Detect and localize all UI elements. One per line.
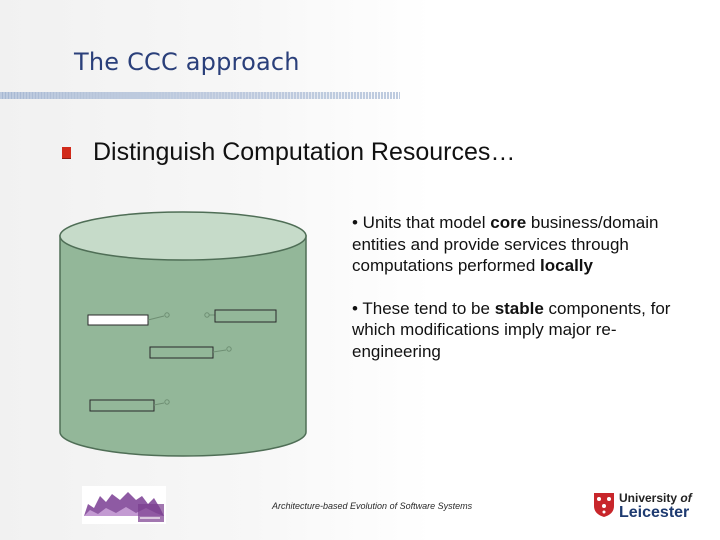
square-bullet-icon xyxy=(62,147,71,159)
component-box-3 xyxy=(149,346,232,359)
left-logo-image xyxy=(82,486,166,524)
database-cylinder-icon xyxy=(59,211,307,457)
component-box-4 xyxy=(89,399,170,412)
university-name-line1: University of xyxy=(619,491,692,505)
university-of: of xyxy=(680,491,692,505)
cylinder-body xyxy=(59,235,307,457)
slide-heading: Distinguish Computation Resources… xyxy=(93,138,516,166)
university-word: University xyxy=(619,491,678,505)
note-core-part-3: business/domain entities and provide ser… xyxy=(352,213,659,275)
note-core-emphasis-locally: locally xyxy=(540,256,593,275)
university-name-line2: Leicester xyxy=(619,504,690,521)
title-underline xyxy=(0,92,400,99)
note-stable-part-1: • These tend to be xyxy=(352,298,495,318)
component-box-2 xyxy=(204,309,277,323)
slide-title: The CCC approach xyxy=(74,48,300,76)
footer-caption: Architecture-based Evolution of Software… xyxy=(272,501,473,511)
cylinder-top xyxy=(59,211,307,261)
note-stable-emphasis: stable xyxy=(494,298,544,318)
note-core-emphasis-core: core xyxy=(490,213,527,232)
note-core-part-1: • Units that model xyxy=(352,213,491,232)
note-stable-part-3: components, for which modifications impl… xyxy=(352,298,671,361)
notes: • Units that model core business/domain … xyxy=(352,212,682,383)
component-box-1 xyxy=(87,312,170,326)
university-logo: University of Leicester xyxy=(593,491,720,523)
university-crest-icon xyxy=(594,493,614,517)
note-stable: • These tend to be stable components, fo… xyxy=(352,298,682,363)
note-core: • Units that model core business/domain … xyxy=(352,212,682,277)
